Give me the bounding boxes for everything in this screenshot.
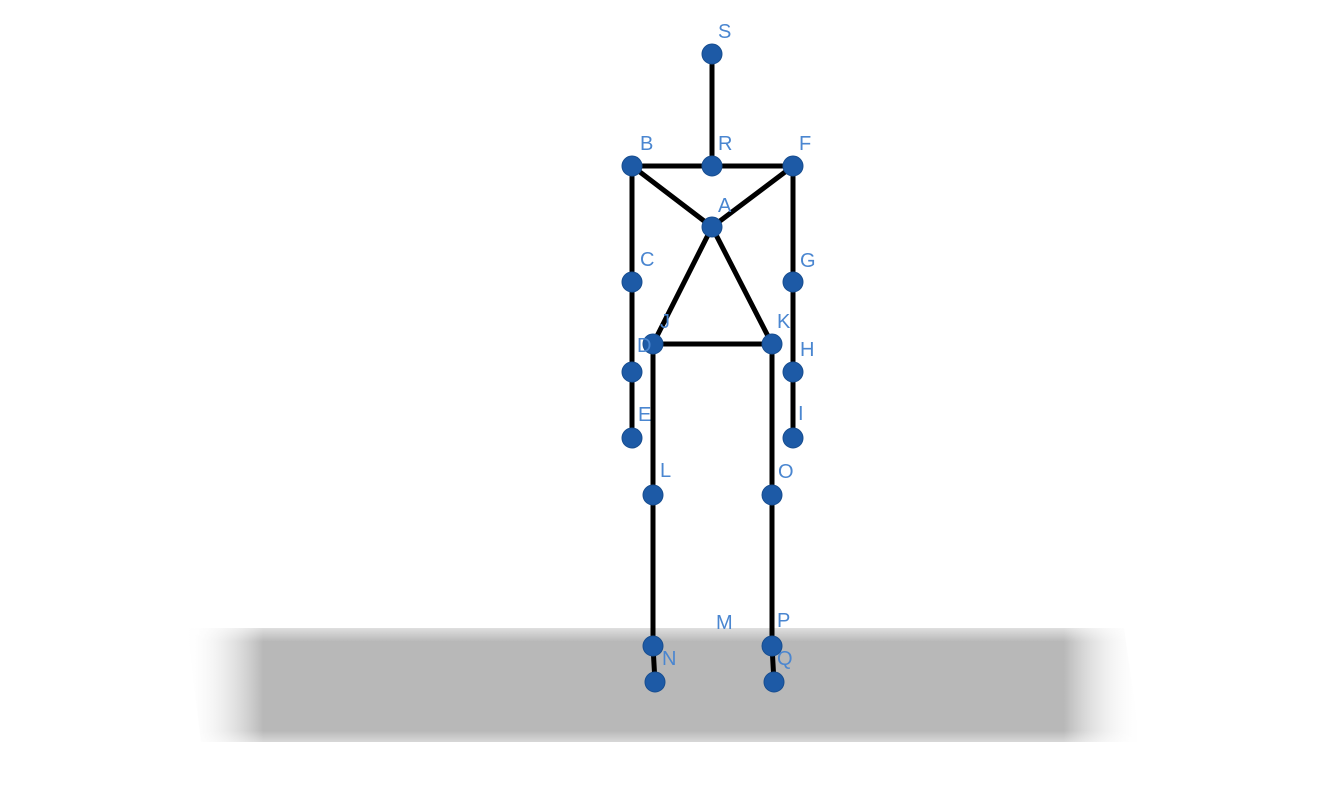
point-label-l: L <box>660 460 671 482</box>
point-label-s: S <box>718 21 731 43</box>
point-label-k: K <box>777 311 791 333</box>
point-c[interactable] <box>621 271 643 293</box>
point-label-e: E <box>638 404 651 426</box>
point-label-i: I <box>798 403 804 425</box>
segment-f-a[interactable] <box>709 163 796 230</box>
point-d[interactable] <box>621 361 643 383</box>
point-label-g: G <box>800 250 816 272</box>
point-label-f: F <box>799 133 811 155</box>
point-p[interactable] <box>761 635 783 657</box>
point-label-c: C <box>640 249 654 271</box>
point-q-end[interactable] <box>763 671 785 693</box>
point-label-b: B <box>640 133 653 155</box>
point-i[interactable] <box>782 427 804 449</box>
segment-a-k[interactable] <box>709 224 775 347</box>
point-j[interactable] <box>642 333 664 355</box>
point-g[interactable] <box>782 271 804 293</box>
point-n-end[interactable] <box>644 671 666 693</box>
labels-group: S R B F A C G J K D H E I L O N PQ <box>637 21 816 670</box>
segment-a-j[interactable] <box>650 224 715 347</box>
plane-label-m: M <box>716 612 733 634</box>
point-label-r: R <box>718 133 732 155</box>
point-label-a: A <box>718 195 732 217</box>
point-a[interactable] <box>701 216 723 238</box>
point-label-j: J <box>660 311 670 333</box>
point-label-q: Q <box>777 648 793 670</box>
point-label-p: P <box>777 610 790 632</box>
point-o[interactable] <box>761 484 783 506</box>
point-n[interactable] <box>642 635 664 657</box>
point-h[interactable] <box>782 361 804 383</box>
point-s[interactable] <box>701 43 723 65</box>
point-label-h: H <box>800 339 814 361</box>
point-e[interactable] <box>621 427 643 449</box>
segment-b-a[interactable] <box>629 163 715 230</box>
point-r[interactable] <box>701 155 723 177</box>
point-f[interactable] <box>782 155 804 177</box>
point-label-n: N <box>662 648 676 670</box>
point-label-o: O <box>778 461 794 483</box>
segments-group <box>629 51 796 685</box>
points-group <box>621 43 804 693</box>
point-k[interactable] <box>761 333 783 355</box>
point-l[interactable] <box>642 484 664 506</box>
point-b[interactable] <box>621 155 643 177</box>
point-label-d: D <box>637 335 651 357</box>
